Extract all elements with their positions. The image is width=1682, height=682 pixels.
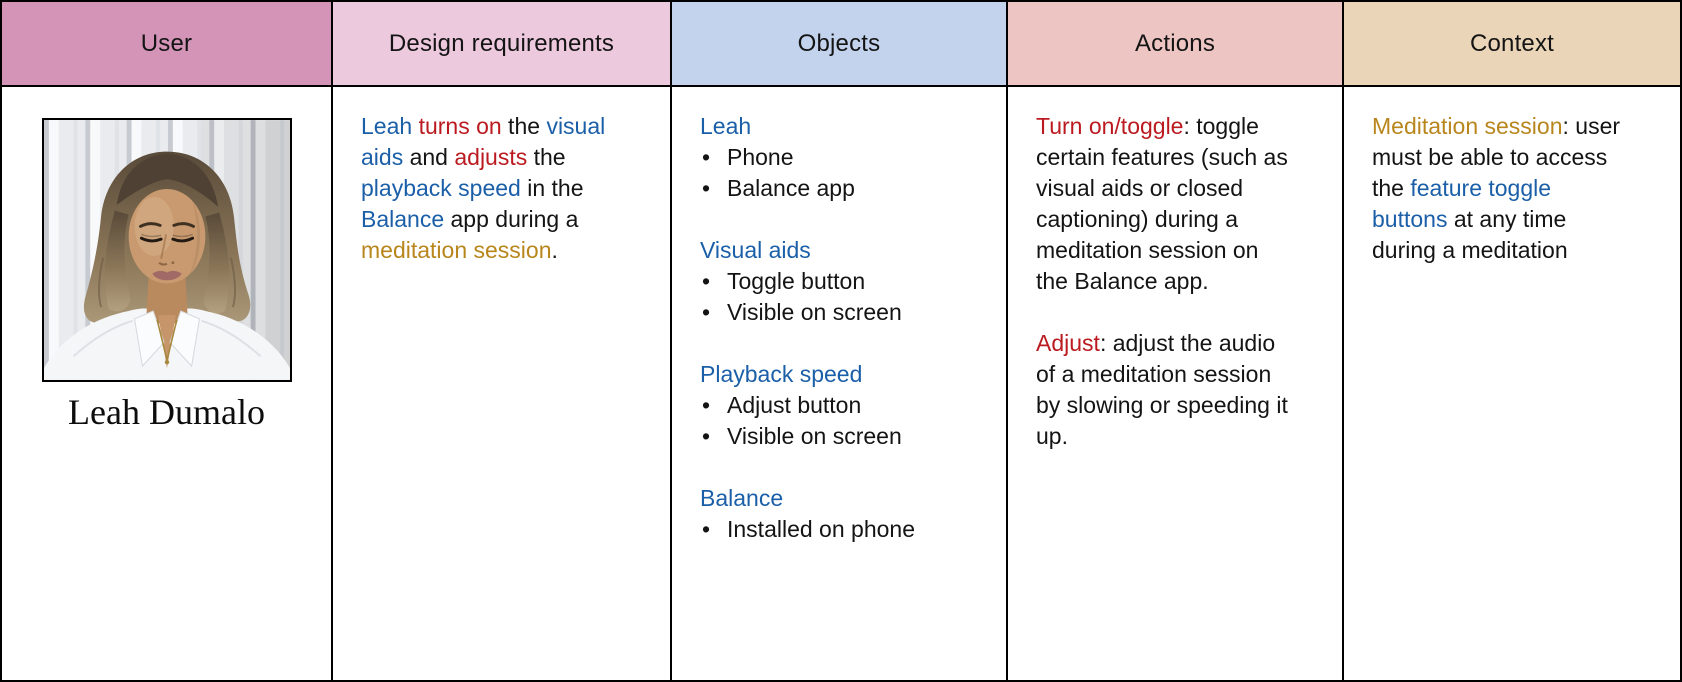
actions-turn-on-toggle-text: Turn on/toggle: toggle certain features … xyxy=(1036,111,1332,297)
context-cell: Meditation session: user must be able to… xyxy=(1344,87,1680,680)
column-context: Context Meditation session: user must be… xyxy=(1344,2,1680,680)
bullet-icon: • xyxy=(702,299,711,325)
objects-group-heading: Playback speed xyxy=(700,361,863,387)
text-run: adjusts xyxy=(454,144,528,170)
text-run: Turn on/toggle xyxy=(1036,113,1184,139)
objects-item-label: Phone xyxy=(727,144,794,170)
objects-item: • Installed on phone xyxy=(700,514,996,545)
objects-item-label: Adjust button xyxy=(727,392,862,418)
text-run: and xyxy=(403,144,455,170)
objects-item: • Adjust button xyxy=(700,390,996,421)
bullet-icon: • xyxy=(702,175,711,201)
text-run: : toggle certain features (such as visua… xyxy=(1036,113,1288,294)
column-actions: Actions Turn on/toggle: toggle certain f… xyxy=(1008,2,1344,680)
text-run: the xyxy=(533,144,566,170)
bullet-icon: • xyxy=(702,144,711,170)
header-cell-actions: Actions xyxy=(1008,2,1342,87)
user-photo-illustration xyxy=(43,120,290,380)
text-run: playback speed xyxy=(361,175,521,201)
header-label-user: User xyxy=(140,29,193,57)
objects-group-visual-aids: Visual aids • Toggle button • Visible on s… xyxy=(700,235,996,328)
header-label-objects: Objects xyxy=(797,29,881,57)
user-cell: Leah Dumalo xyxy=(2,87,331,680)
text-run: : user must be able to access the xyxy=(1372,113,1621,201)
text-run: at any time during a meditation xyxy=(1372,206,1568,263)
bullet-icon: • xyxy=(702,516,711,542)
objects-group-heading: Balance xyxy=(700,485,784,511)
objects-item: • Visible on screen xyxy=(700,421,996,452)
text-run: . xyxy=(551,237,558,263)
text-run: Adjust xyxy=(1036,330,1100,356)
objects-item: • Visible on screen xyxy=(700,297,996,328)
objects-item-label: Installed on phone xyxy=(727,516,915,542)
text-run: the xyxy=(501,113,547,139)
bullet-icon: • xyxy=(702,423,711,449)
header-label-design-requirements: Design requirements xyxy=(388,29,615,57)
objects-cell: Leah • Phone • Balance app Visual aids • To… xyxy=(672,87,1006,680)
text-run: : adjust the audio of a meditation sessi… xyxy=(1036,330,1288,449)
actions-cell: Turn on/toggle: toggle certain features … xyxy=(1008,87,1342,680)
column-design-requirements: Design requirements Leah turns on the vi… xyxy=(333,2,672,680)
header-cell-objects: Objects xyxy=(672,2,1006,87)
text-run: Meditation session xyxy=(1372,113,1563,139)
context-text: Meditation session: user must be able to… xyxy=(1372,111,1670,266)
header-cell-context: Context xyxy=(1344,2,1680,87)
objects-item-label: Toggle button xyxy=(727,268,866,294)
text-run: Leah xyxy=(361,113,419,139)
persona-name: Leah Dumalo xyxy=(68,392,265,432)
text-run: in the xyxy=(527,175,584,201)
objects-group-heading: Visual aids xyxy=(700,237,811,263)
actions-adjust-text: Adjust: adjust the audio of a meditation… xyxy=(1036,328,1332,452)
objects-item: • Toggle button xyxy=(700,266,996,297)
header-label-context: Context xyxy=(1469,29,1555,57)
objects-group-leah: Leah • Phone • Balance app xyxy=(700,111,996,204)
design-requirements-cell: Leah turns on the visual aids and adjust… xyxy=(333,87,670,680)
text-run: visual aids xyxy=(361,113,606,170)
text-run: turns on xyxy=(418,113,502,139)
text-run: meditation session xyxy=(361,237,552,263)
bullet-icon: • xyxy=(702,392,711,418)
header-cell-user: User xyxy=(2,2,331,87)
objects-item-label: Visible on screen xyxy=(727,299,902,325)
objects-item: • Balance app xyxy=(700,173,996,204)
header-label-actions: Actions xyxy=(1134,29,1216,57)
objects-item-label: Balance app xyxy=(727,175,855,201)
column-user: User xyxy=(2,2,333,680)
header-cell-design-requirements: Design requirements xyxy=(333,2,670,87)
user-photo xyxy=(41,118,292,382)
objects-item-label: Visible on screen xyxy=(727,423,902,449)
objects-group-playback-speed: Playback speed • Adjust button • Visible o… xyxy=(700,359,996,452)
objects-group-heading: Leah xyxy=(700,113,752,139)
design-requirements-text: Leah turns on the visual aids and adjust… xyxy=(361,111,660,266)
column-objects: Objects Leah • Phone • Balance app Visual … xyxy=(672,2,1008,680)
bullet-icon: • xyxy=(702,268,711,294)
objects-group-balance: Balance • Installed on phone xyxy=(700,483,996,545)
text-run: feature toggle buttons xyxy=(1372,175,1552,232)
text-run: app during a xyxy=(450,206,579,232)
objects-item: • Phone xyxy=(700,142,996,173)
text-run: Balance xyxy=(361,206,445,232)
